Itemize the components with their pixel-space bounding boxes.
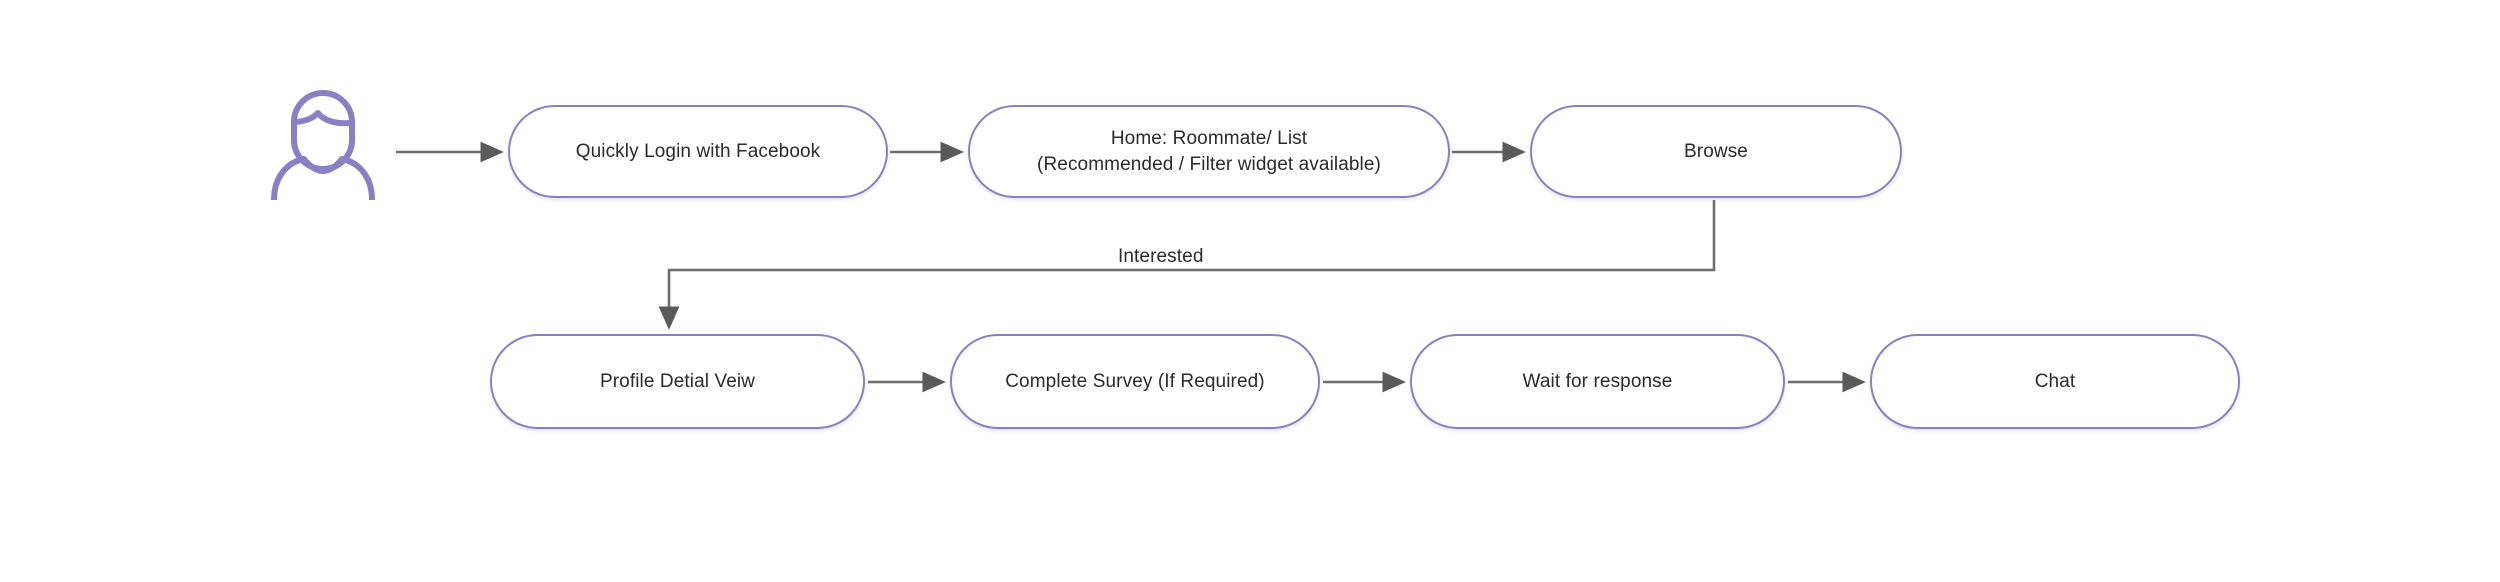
user-person-icon	[262, 78, 384, 203]
node-label: Browse	[1684, 140, 1748, 162]
node-browse[interactable]: Browse	[1530, 105, 1902, 198]
node-label: Profile Detial Veiw	[599, 370, 756, 392]
node-complete-survey[interactable]: Complete Survey (If Required)	[950, 334, 1320, 429]
node-home-roommate-list[interactable]: Home: Roommate/ List (Recommended / Filt…	[968, 105, 1450, 198]
node-label: Wait for response	[1522, 370, 1673, 392]
node-profile-detial-veiw[interactable]: Profile Detial Veiw	[490, 334, 865, 429]
node-chat[interactable]: Chat	[1870, 334, 2240, 429]
node-wait-for-response[interactable]: Wait for response	[1410, 334, 1785, 429]
node-label: Quickly Login with Facebook	[575, 140, 821, 162]
node-label: Complete Survey (If Required)	[1005, 370, 1265, 392]
node-label: Chat	[2034, 370, 2076, 392]
node-label: Home: Roommate/ List (Recommended / Filt…	[1037, 127, 1381, 175]
edge-label-interested: Interested	[1118, 246, 1204, 267]
node-quickly-login-with-facebook[interactable]: Quickly Login with Facebook	[508, 105, 888, 198]
